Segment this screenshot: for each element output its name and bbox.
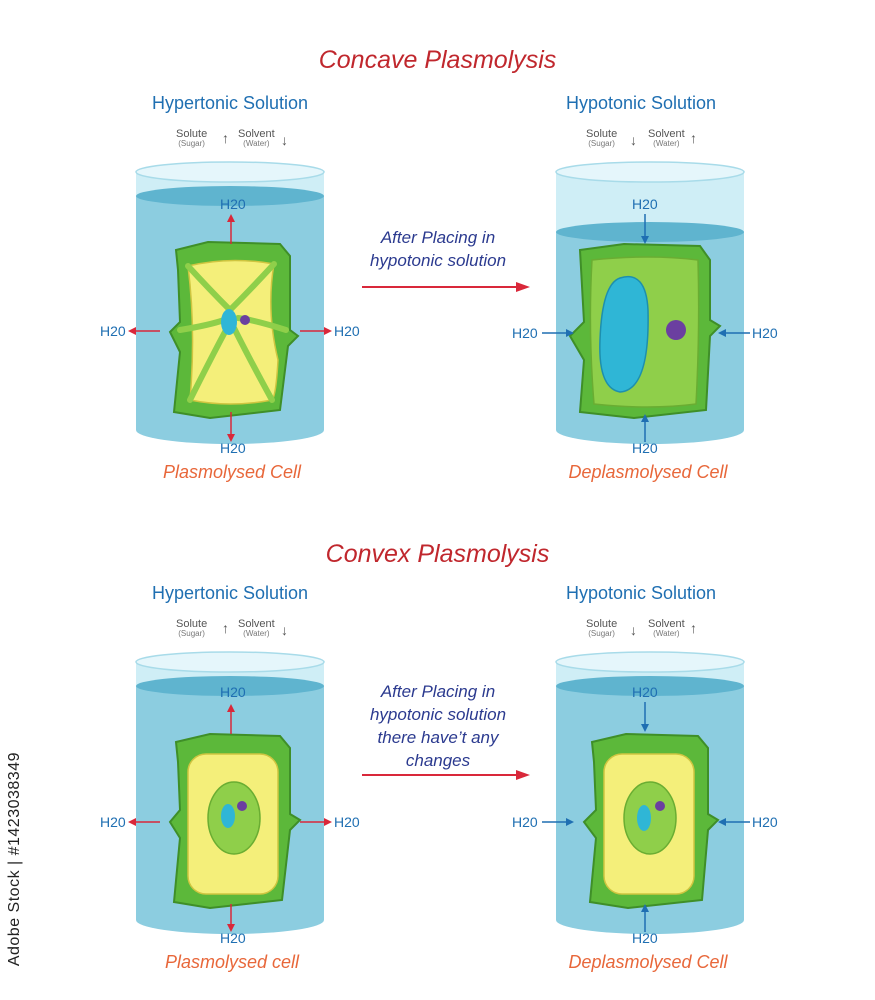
arrow-in-left-icon [718,329,750,337]
arrow-in-right-icon [542,329,574,337]
nucleus [666,320,686,340]
h2o-label-left: H20 [100,323,126,339]
bottom-right-caption: Deplasmolysed Cell [568,952,728,972]
arrow-out-right-icon [300,327,332,335]
vacuole [221,804,235,828]
arrow-down-icon: ↓ [630,132,637,148]
h2o-label-right: H20 [334,814,360,830]
middle-line: changes [405,751,471,770]
middle-line: there have’t any [377,728,499,747]
solvent-text: Solvent [648,128,685,140]
middle-line: After Placing in [380,682,496,701]
middle-line: hypotonic solution [369,251,507,270]
h2o-label-bottom: H20 [220,930,246,946]
h2o-label-right: H20 [752,325,778,341]
concave-plasmolysis-title: Concave Plasmolysis [318,46,557,74]
solute-sub-text: (Sugar) [178,139,205,148]
h2o-label-right: H20 [752,814,778,830]
h2o-label-left: H20 [512,814,538,830]
arrow-out-left-icon [128,818,160,826]
arrow-out-down-icon [227,904,235,932]
transition-arrow-icon [362,770,530,780]
vacuole [221,309,237,335]
top-left-caption: Plasmolysed Cell [162,462,302,482]
beaker-concave-plasmolysed [135,161,325,444]
h2o-label-top: H20 [632,196,658,212]
arrow-out-up-icon [227,214,235,244]
top-right-caption: Deplasmolysed Cell [568,462,728,482]
solute-text: Solute [176,128,208,140]
arrow-out-up-icon [227,704,235,734]
h2o-label-top: H20 [220,196,246,212]
arrow-up-icon: ↑ [690,620,697,636]
solute-text: Solute [586,618,618,630]
solvent-sub-text: (Water) [243,139,270,148]
middle-line: hypotonic solution [369,705,507,724]
top-right-solute-label: Solute (Sugar) [586,129,617,149]
top-right-solvent-label: Solvent (Water) [648,129,685,149]
solute-sub-text: (Sugar) [588,629,615,638]
solvent-text: Solvent [238,618,275,630]
top-left-solute-label: Solute (Sugar) [176,129,207,149]
h2o-label-bottom: H20 [632,930,658,946]
top-right-solution-label: Hypotonic Solution [565,93,717,113]
solute-sub-text: (Sugar) [588,139,615,148]
stock-watermark: Adobe Stock | #1423038349 [6,752,23,967]
top-middle-text: After Placing in hypotonic solution [338,226,538,272]
arrow-in-up-icon [641,904,649,932]
solute-text: Solute [176,618,208,630]
h2o-label-right: H20 [334,323,360,339]
beaker-convex-plasmolysed [135,651,325,934]
h2o-label-top: H20 [220,684,246,700]
beaker-convex-deplasmolysed [555,651,745,934]
convex-plasmolysis-title: Convex Plasmolysis [325,540,550,568]
arrow-out-right-icon [300,818,332,826]
arrow-in-right-icon [542,818,574,826]
arrow-up-icon: ↑ [222,130,229,146]
beaker-deplasmolysed [555,161,745,444]
solvent-sub-text: (Water) [653,139,680,148]
arrow-down-icon: ↓ [281,132,288,148]
arrow-in-down-icon [641,214,649,244]
solvent-text: Solvent [648,618,685,630]
top-left-solvent-label: Solvent (Water) [238,129,275,149]
top-left-solution-label: Hypertonic Solution [151,93,309,113]
bottom-left-solution-label: Hypertonic Solution [151,583,309,603]
arrow-up-icon: ↑ [222,620,229,636]
bottom-left-caption: Plasmolysed cell [164,952,300,972]
solvent-text: Solvent [238,128,275,140]
arrow-out-left-icon [128,327,160,335]
vacuole [637,805,651,831]
solvent-sub-text: (Water) [653,629,680,638]
solvent-sub-text: (Water) [243,629,270,638]
h2o-label-left: H20 [100,814,126,830]
transition-arrow-icon [362,282,530,292]
arrow-in-left-icon [718,818,750,826]
bottom-left-solute-label: Solute (Sugar) [176,619,207,639]
bottom-right-solution-label: Hypotonic Solution [565,583,717,603]
solute-sub-text: (Sugar) [178,629,205,638]
nucleus [655,801,665,811]
h2o-label-top: H20 [632,684,658,700]
solute-text: Solute [586,128,618,140]
nucleus [237,801,247,811]
arrow-in-up-icon [641,414,649,442]
vacuole [599,276,649,393]
arrow-in-down-icon [641,702,649,732]
arrow-down-icon: ↓ [281,622,288,638]
h2o-label-bottom: H20 [220,440,246,456]
bottom-left-solvent-label: Solvent (Water) [238,619,275,639]
arrow-down-icon: ↓ [630,622,637,638]
arrow-out-down-icon [227,412,235,442]
nucleus [240,315,250,325]
bottom-right-solute-label: Solute (Sugar) [586,619,617,639]
h2o-label-bottom: H20 [632,440,658,456]
bottom-middle-text: After Placing in hypotonic solution ther… [338,680,538,772]
arrow-up-icon: ↑ [690,130,697,146]
h2o-label-left: H20 [512,325,538,341]
bottom-right-solvent-label: Solvent (Water) [648,619,685,639]
middle-line: After Placing in [380,228,496,247]
